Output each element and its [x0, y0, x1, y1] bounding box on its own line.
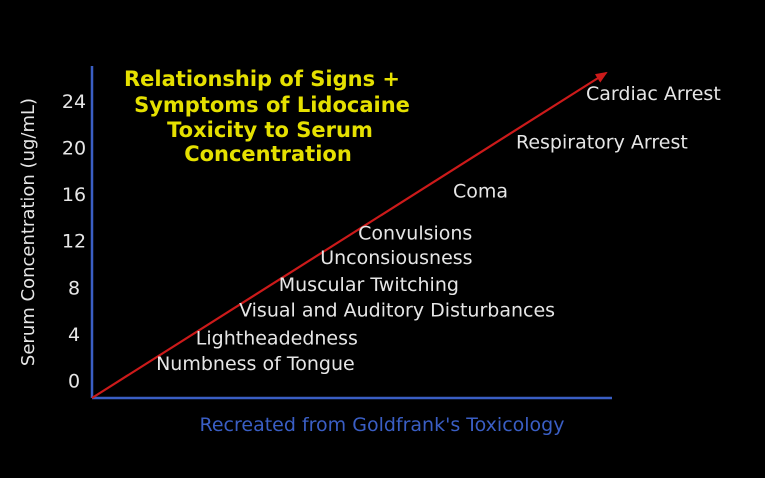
y-tick-16: 16	[62, 184, 86, 206]
title-line-4: Concentration	[184, 142, 352, 166]
concentration-trend-arrow	[91, 71, 608, 399]
sign-label-1: Lightheadedness	[196, 327, 358, 349]
title-line-1: Relationship of Signs +	[124, 67, 400, 91]
source-caption: Recreated from Goldfrank's Toxicology	[200, 414, 565, 436]
sign-label-6: Coma	[453, 181, 508, 203]
y-tick-0: 0	[68, 371, 80, 393]
chart-title: Relationship of Signs + Symptoms of Lido…	[124, 67, 410, 166]
sign-label-2: Visual and Auditory Disturbances	[239, 299, 555, 321]
sign-label-4: Unconsiousness	[320, 247, 472, 269]
toxicity-sign-labels: Numbness of Tongue Lightheadedness Visual …	[156, 83, 721, 375]
sign-label-8: Cardiac Arrest	[586, 83, 721, 105]
title-line-3: Toxicity to Serum	[167, 118, 373, 142]
y-tick-24: 24	[62, 91, 86, 113]
sign-label-7: Respiratory Arrest	[516, 132, 688, 154]
y-axis-label: Serum Concentration (ug/mL)	[18, 98, 39, 366]
title-line-2: Symptoms of Lidocaine	[134, 93, 410, 117]
y-tick-20: 20	[62, 138, 86, 160]
sign-label-3: Muscular Twitching	[279, 274, 459, 296]
sign-label-5: Convulsions	[358, 223, 472, 245]
sign-label-0: Numbness of Tongue	[156, 353, 355, 375]
y-tick-4: 4	[68, 324, 80, 346]
y-tick-8: 8	[68, 277, 80, 299]
y-tick-labels: 0 4 8 12 16 20 24	[62, 91, 86, 393]
y-tick-12: 12	[62, 231, 86, 253]
